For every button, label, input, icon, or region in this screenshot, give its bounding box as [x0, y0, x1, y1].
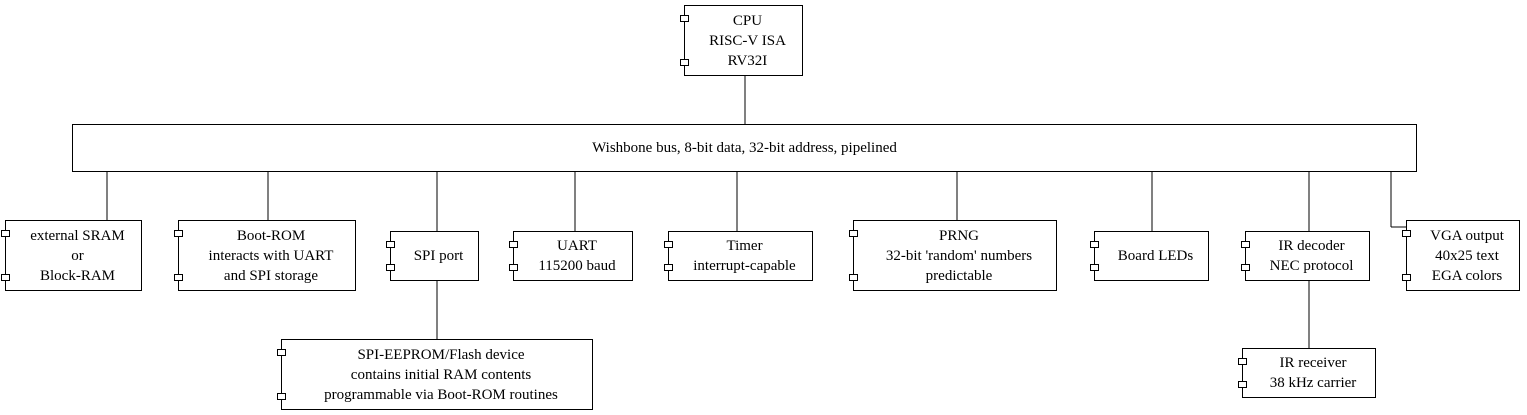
- component-port-icon: [680, 15, 689, 22]
- component-port-icon: [1238, 381, 1247, 388]
- component-port-icon: [849, 274, 858, 281]
- sram-line-1: external SRAM: [30, 227, 125, 244]
- cpu-variant: RV32I: [727, 52, 768, 69]
- ir-receiver-component: IR receiver 38 kHz carrier: [1238, 348, 1376, 398]
- component-port-icon: [509, 241, 518, 248]
- bootrom-title: Boot-ROM: [236, 227, 306, 244]
- spi-eeprom-line-2: contains initial RAM contents: [350, 366, 532, 383]
- ir-receiver-carrier: 38 kHz carrier: [1269, 375, 1357, 391]
- sram-component: external SRAM or Block-RAM: [1, 220, 142, 291]
- prng-component: PRNG 32-bit 'random' numbers predictable: [849, 220, 1057, 291]
- prng-line-3: predictable: [925, 267, 993, 284]
- leds-title: Board LEDs: [1117, 248, 1194, 264]
- timer-component: Timer interrupt-capable: [664, 231, 813, 281]
- spi-eeprom-title: SPI-EEPROM/Flash device: [357, 346, 525, 363]
- bootrom-line-2: interacts with UART: [208, 247, 334, 264]
- component-port-icon: [1402, 230, 1411, 237]
- component-port-icon: [1, 274, 10, 281]
- component-port-icon: [386, 241, 395, 248]
- component-port-icon: [1241, 264, 1250, 271]
- component-port-icon: [277, 393, 286, 400]
- spi-port-component: SPI port: [386, 231, 479, 281]
- bus-label: Wishbone bus, 8-bit data, 32-bit address…: [592, 140, 897, 156]
- ir-receiver-title: IR receiver: [1279, 355, 1347, 371]
- bootrom-line-3: and SPI storage: [223, 267, 319, 284]
- component-port-icon: [1090, 264, 1099, 271]
- component-port-icon: [849, 230, 858, 237]
- bootrom-component: Boot-ROM interacts with UART and SPI sto…: [174, 220, 356, 291]
- vga-component: VGA output 40x25 text EGA colors: [1402, 220, 1520, 291]
- sram-line-2: or: [71, 247, 84, 264]
- cpu-isa: RISC-V ISA: [709, 32, 786, 49]
- component-port-icon: [664, 241, 673, 248]
- component-port-icon: [277, 349, 286, 356]
- vga-title: VGA output: [1430, 227, 1504, 244]
- timer-title: Timer: [726, 238, 763, 254]
- component-port-icon: [386, 264, 395, 271]
- component-port-icon: [1238, 358, 1247, 365]
- vga-text-mode: 40x25 text: [1435, 247, 1499, 264]
- component-port-icon: [1090, 241, 1099, 248]
- cpu-title: CPU: [732, 12, 763, 29]
- board-leds-component: Board LEDs: [1090, 231, 1209, 281]
- ir-decoder-protocol: NEC protocol: [1269, 258, 1354, 274]
- sram-line-3: Block-RAM: [40, 267, 115, 284]
- component-port-icon: [1402, 274, 1411, 281]
- timer-line-2: interrupt-capable: [693, 258, 796, 274]
- prng-title: PRNG: [938, 227, 979, 244]
- ir-decoder-component: IR decoder NEC protocol: [1241, 231, 1370, 281]
- vga-colors: EGA colors: [1431, 267, 1503, 284]
- component-port-icon: [1, 230, 10, 237]
- component-port-icon: [174, 230, 183, 237]
- cpu-component: CPU RISC-V ISA RV32I: [680, 5, 803, 76]
- uart-title: UART: [557, 238, 597, 254]
- component-port-icon: [680, 59, 689, 66]
- ir-decoder-title: IR decoder: [1278, 238, 1345, 254]
- uart-baud: 115200 baud: [538, 258, 616, 274]
- component-port-icon: [1241, 241, 1250, 248]
- prng-line-2: 32-bit 'random' numbers: [885, 247, 1033, 264]
- component-port-icon: [174, 274, 183, 281]
- spi-eeprom-component: SPI-EEPROM/Flash device contains initial…: [277, 339, 593, 410]
- component-port-icon: [664, 264, 673, 271]
- component-port-icon: [509, 264, 518, 271]
- spi-title: SPI port: [413, 248, 464, 264]
- uart-component: UART 115200 baud: [509, 231, 633, 281]
- spi-eeprom-line-3: programmable via Boot-ROM routines: [324, 386, 558, 403]
- wishbone-bus: Wishbone bus, 8-bit data, 32-bit address…: [72, 124, 1417, 172]
